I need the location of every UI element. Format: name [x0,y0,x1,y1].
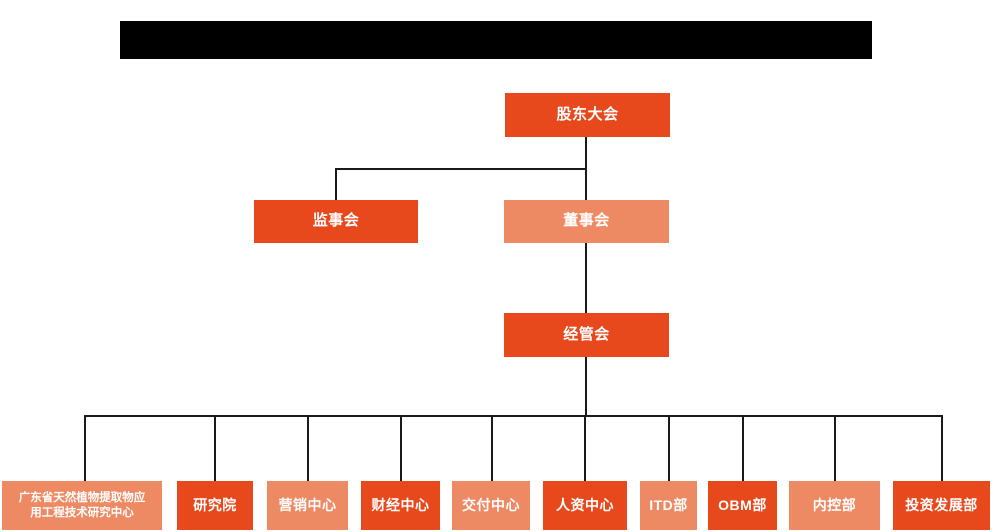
connector-to-finance-center [400,415,402,481]
node-investment-development-department[interactable]: 投资发展部 [893,481,990,530]
connector-directors-to-management [585,243,587,313]
connector-to-board-of-supervisors [335,168,337,200]
connector-level2-bus [335,168,587,170]
connector-to-obm-department [742,415,744,481]
node-internal-control-department[interactable]: 内控部 [789,481,880,530]
redacted-title-bar [120,21,872,59]
connector-to-guangdong-research-center [84,415,86,481]
connector-to-board-of-directors [585,168,587,200]
node-finance-center[interactable]: 财经中心 [361,481,440,530]
connector-to-investment-development-department [941,415,943,481]
node-label-line1: 广东省天然植物提取物应 [18,492,146,505]
node-hr-center[interactable]: 人资中心 [543,481,627,530]
connector-to-research-institute [214,415,216,481]
node-delivery-center[interactable]: 交付中心 [452,481,530,530]
connector-management-down [585,357,587,416]
node-label-line2: 用工程技术研究中心 [30,506,134,519]
node-management-committee[interactable]: 经管会 [504,313,669,357]
node-research-institute[interactable]: 研究院 [177,481,253,530]
node-board-of-supervisors[interactable]: 监事会 [254,200,418,243]
node-shareholders-meeting[interactable]: 股东大会 [505,93,670,137]
connector-to-itd-department [668,415,670,481]
node-itd-department[interactable]: ITD部 [640,481,697,530]
connector-to-internal-control-department [834,415,836,481]
node-guangdong-research-center[interactable]: 广东省天然植物提取物应 用工程技术研究中心 [2,481,162,530]
connector-shareholders-down [585,137,587,170]
node-obm-department[interactable]: OBM部 [708,481,777,530]
node-marketing-center[interactable]: 营销中心 [267,481,348,530]
connector-to-hr-center [584,415,586,481]
node-board-of-directors[interactable]: 董事会 [504,200,669,243]
connector-to-delivery-center [491,415,493,481]
node-guangdong-research-center-label: 广东省天然植物提取物应 用工程技术研究中心 [19,491,146,520]
connector-to-marketing-center [307,415,309,481]
connector-departments-bus [84,415,943,417]
